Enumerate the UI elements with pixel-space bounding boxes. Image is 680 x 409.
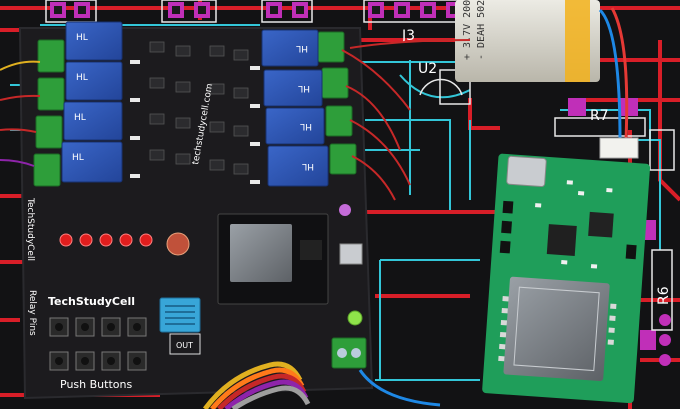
label-r6: R6 [656, 286, 672, 305]
relay-wires [0, 39, 471, 201]
relay-mark-8: HL [302, 161, 314, 171]
power-led [347, 310, 363, 326]
lipo-battery: + 3.7V 200mAh - DEAH 502025 [455, 0, 600, 82]
power-terminal [331, 337, 367, 369]
relay-mark-5: HL [296, 43, 308, 53]
dht-sensor [159, 297, 201, 333]
devkit-usb [339, 243, 363, 265]
relay-mark-7: HL [300, 121, 312, 131]
relay-mark-2: HL [76, 73, 88, 83]
status-led [339, 204, 351, 216]
devkit-chip [300, 240, 322, 260]
devkit-module [230, 224, 292, 282]
out-label: OUT [176, 341, 193, 350]
label-r7: R7 [590, 108, 609, 124]
ribbon-cable [202, 361, 311, 409]
relay-mark-4: HL [72, 153, 84, 163]
relay-mark-3: HL [74, 113, 86, 123]
push-buttons-label: Push Buttons [60, 378, 132, 391]
blue-lead [358, 369, 441, 407]
pcb-pad-holes [54, 6, 458, 14]
ldr-sensor [166, 232, 190, 256]
relay-board: HL HL HL HL HL HL HL HL techstudycell.co… [18, 21, 374, 400]
esp-board [482, 153, 651, 404]
push-button-grid [49, 317, 147, 371]
battery-line-2: - DEAH 502025 [476, 0, 487, 60]
board-brand-vertical: TechStudyCell [25, 197, 35, 261]
out-box [169, 333, 201, 355]
relay-mark-6: HL [298, 83, 310, 93]
board-brand: TechStudyCell [48, 295, 135, 308]
battery-leads [598, 7, 629, 141]
led-row [59, 233, 153, 247]
relay-pins-label: Relay Pins [27, 290, 37, 336]
label-j3: J3 [401, 28, 415, 44]
label-u2: U2 [418, 61, 437, 77]
battery-line-1: + 3.7V 200mAh [462, 0, 473, 60]
jst-connector [599, 137, 639, 159]
relay-mark-1: HL [76, 33, 88, 43]
